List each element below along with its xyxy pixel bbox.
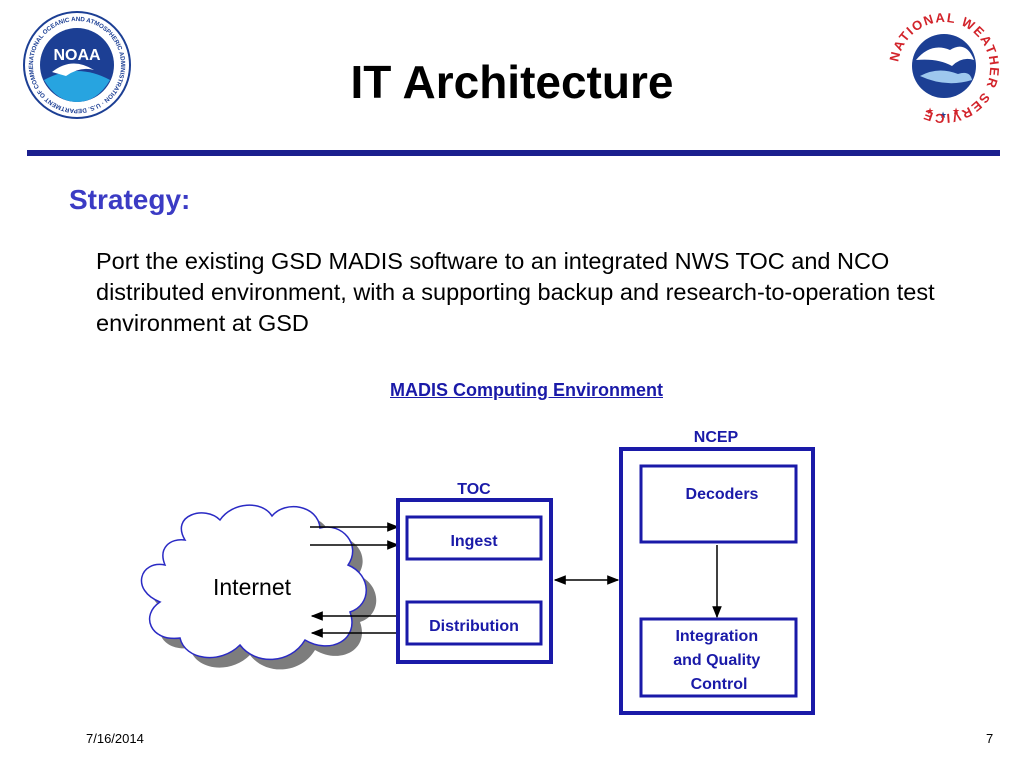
diagram-title: MADIS Computing Environment xyxy=(390,380,663,400)
strategy-text: Port the existing GSD MADIS software to … xyxy=(96,248,935,336)
internet-label: Internet xyxy=(213,574,292,600)
slide-title: IT Architecture xyxy=(350,56,674,108)
distribution-box xyxy=(405,600,543,646)
toc-label: TOC xyxy=(457,481,491,498)
decoders-label: Decoders xyxy=(686,486,759,503)
ncep-label: NCEP xyxy=(694,429,739,446)
integration-line-2: and Quality xyxy=(673,652,760,669)
section-heading: Strategy: xyxy=(69,184,191,215)
noaa-logo: NOAA NATIONAL OCEANIC AND ATMOSPHERIC AD… xyxy=(22,10,131,119)
integration-box xyxy=(639,617,798,698)
ingest-label: Ingest xyxy=(450,533,498,550)
footer-page-number: 7 xyxy=(986,731,994,746)
noaa-center-text: NOAA xyxy=(53,47,101,64)
distribution-label: Distribution xyxy=(429,618,519,635)
title-divider xyxy=(27,150,1000,156)
internet-cloud xyxy=(140,504,367,661)
ingest-box xyxy=(405,515,543,561)
decoders-box xyxy=(639,464,798,544)
svg-text:★: ★ xyxy=(926,107,934,117)
nws-logo: ★ ★ ★ NATIONAL WEATHER SERVICE xyxy=(886,10,1000,126)
integration-label: Integration and Quality Control xyxy=(673,628,765,693)
svg-text:★: ★ xyxy=(939,111,947,121)
integration-line-1: Integration xyxy=(675,628,758,645)
svg-text:★: ★ xyxy=(952,107,960,117)
footer-date: 7/16/2014 xyxy=(86,731,144,746)
integration-line-3: Control xyxy=(691,676,748,693)
